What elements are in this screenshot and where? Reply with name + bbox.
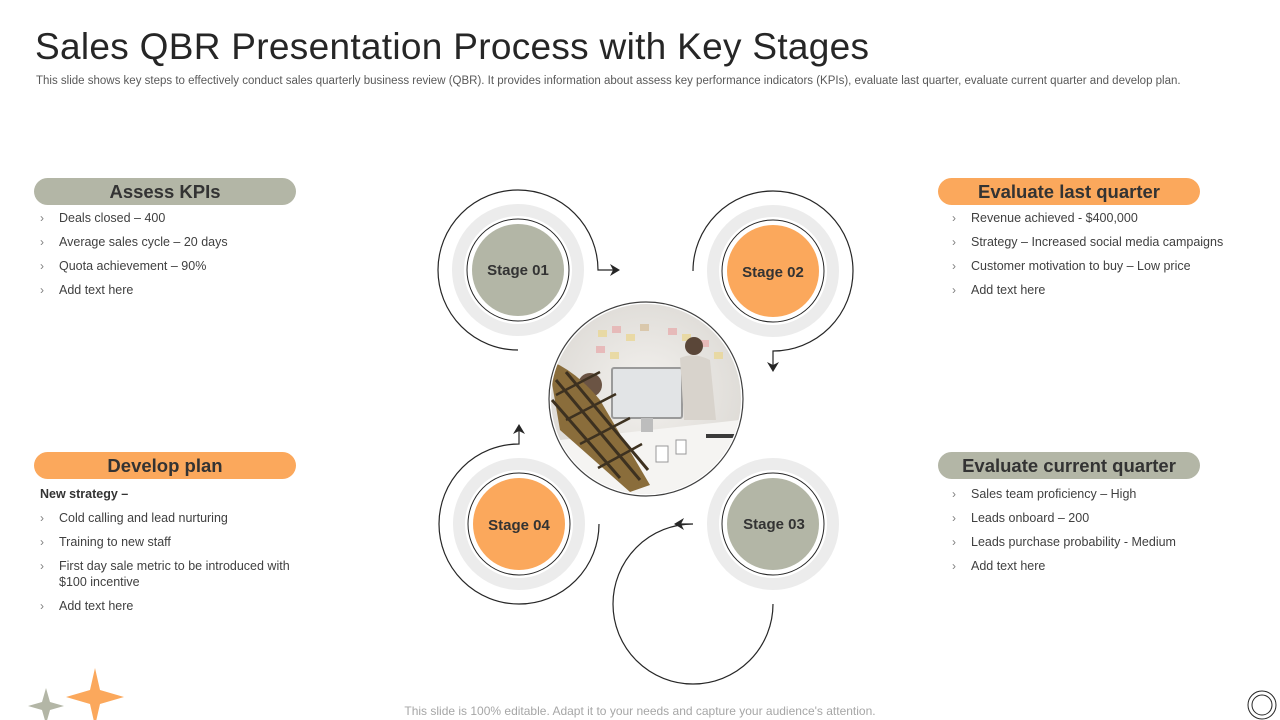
chevron-right-icon: › [952,511,956,525]
evaluate-current-quarter-heading: Evaluate current quarter [938,452,1200,479]
chevron-right-icon: › [40,235,44,249]
list-item: ›Add text here [952,559,1046,573]
chevron-right-icon: › [40,211,44,225]
arrow-left-icon [674,518,684,530]
page-title: Sales QBR Presentation Process with Key … [35,26,870,67]
list-item: ›First day sale metric to be introduced … [40,559,290,589]
stage-04-label: Stage 04 [488,517,550,534]
stage-03-label: Stage 03 [743,516,805,533]
team-meeting-photo [548,301,744,497]
list-item: ›Average sales cycle – 20 days [40,235,228,249]
list-lead: New strategy – [40,487,129,501]
footer-note: This slide is 100% editable. Adapt it to… [404,704,876,718]
list-item: ›Leads onboard – 200 [952,511,1090,525]
stage-02-label: Stage 02 [742,264,804,281]
list-item: ›Customer motivation to buy – Low price [952,259,1191,273]
stage-01-circle [472,224,564,316]
stage-rings [452,204,839,590]
chevron-right-icon: › [952,259,956,273]
stage-circles [466,218,825,576]
evaluate-last-quarter-list: ›Revenue achieved - $400,000 ›Strategy –… [948,210,1258,306]
chevron-right-icon: › [952,535,956,549]
list-item: ›Leads purchase probability - Medium [952,535,1176,549]
sparkle-decoration-icon [28,668,124,720]
list-item: ›Add text here [40,599,134,613]
list-item: ›Deals closed – 400 [40,211,166,225]
develop-plan-heading: Develop plan [34,452,296,479]
chevron-right-icon: › [40,511,44,525]
evaluate-current-quarter-list: ›Sales team proficiency – High ›Leads on… [948,486,1258,582]
stage-01-label: Stage 01 [487,262,549,279]
flow-arrows [437,189,854,685]
circle-logo-icon [1247,690,1277,720]
stage-03-circle [727,478,819,570]
list-item: ›Sales team proficiency – High [952,487,1137,501]
list-item: ›Add text here [40,283,134,297]
list-item: ›Revenue achieved - $400,000 [952,211,1138,225]
assess-kpis-heading: Assess KPIs [34,178,296,205]
chevron-right-icon: › [40,259,44,273]
chevron-right-icon: › [40,559,44,573]
chevron-right-icon: › [40,283,44,297]
chevron-right-icon: › [952,235,956,249]
assess-kpis-list: ›Deals closed – 400 ›Average sales cycle… [36,210,306,306]
arrow-right-icon [610,264,620,276]
chevron-right-icon: › [952,559,956,573]
arrow-heads [513,264,779,530]
page-subtitle: This slide shows key steps to effectivel… [36,75,1181,87]
stage-04-circle [473,478,565,570]
list-item: ›Quota achievement – 90% [40,259,207,273]
chevron-right-icon: › [952,211,956,225]
list-item: ›Training to new staff [40,535,171,549]
develop-plan-list: New strategy – ›Cold calling and lead nu… [36,486,308,622]
arrow-up-icon [513,424,525,434]
chevron-right-icon: › [952,487,956,501]
chevron-right-icon: › [952,283,956,297]
list-item: ›Strategy – Increased social media campa… [952,235,1224,249]
stage-02-circle [727,225,819,317]
list-item: ›Cold calling and lead nurturing [40,511,228,525]
chevron-right-icon: › [40,599,44,613]
chevron-right-icon: › [40,535,44,549]
arrow-down-icon [767,362,779,372]
list-item: ›Add text here [952,283,1046,297]
evaluate-last-quarter-heading: Evaluate last quarter [938,178,1200,205]
